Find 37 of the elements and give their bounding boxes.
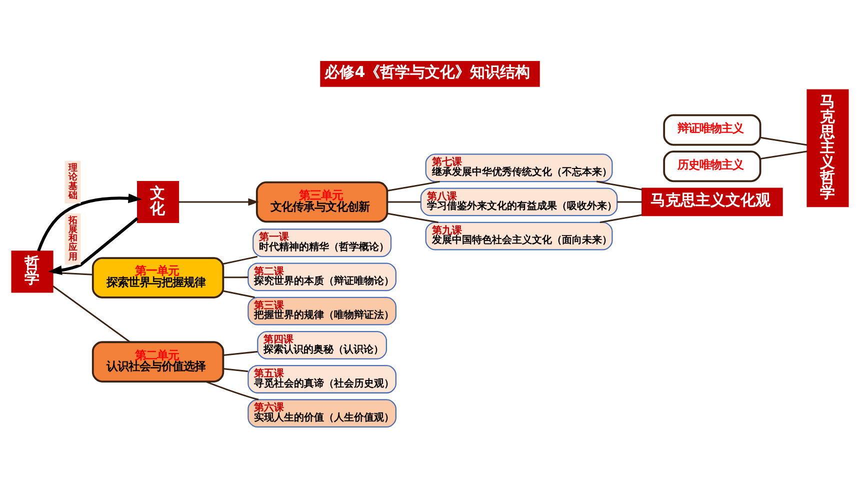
connector <box>617 200 642 202</box>
connector <box>223 255 258 264</box>
node-box: 第七课 继承发展中华优秀传统文化（不忘本来） <box>425 153 613 182</box>
node-box: 第一单元 探索世界与把握规律 <box>92 256 224 298</box>
connector <box>387 180 440 191</box>
connector <box>223 276 248 278</box>
connector <box>760 136 808 146</box>
arrow <box>48 216 138 274</box>
node-box: 文化 <box>137 180 180 222</box>
node-box: 第三课 把握世界的规律（唯物辩证法） <box>248 296 396 325</box>
node-box: 历史唯物主义 <box>663 150 762 182</box>
arrow <box>178 198 259 206</box>
connector <box>52 285 130 342</box>
node-box: 第六课 实现人生的价值（人生价值观） <box>248 398 396 428</box>
connector <box>223 367 248 372</box>
connector <box>52 271 93 275</box>
node-box: 辩证唯物主义 <box>663 114 762 146</box>
diagram-title: 必修4《哲学与文化》知识结构 <box>324 62 530 80</box>
connector <box>205 380 259 400</box>
connector <box>223 290 255 298</box>
node-box: 第四课 探索认识的奥秘（认识论） <box>257 330 387 359</box>
node-box: 马克思主义文化观 <box>642 187 783 216</box>
node-box: 第二单元 认识社会与价值选择 <box>92 340 224 382</box>
arrow <box>37 193 142 252</box>
node-box: 第三单元 文化传承与文化创新 <box>256 180 388 222</box>
node-box: 马克思主义哲学 <box>806 88 849 207</box>
node-box: 第一课 时代精神的精华（哲学概论） <box>252 228 392 257</box>
edge-label: 拓展和应用 <box>68 215 78 262</box>
node-box: 第五课 寻觅社会的真谛（社会历史观） <box>248 364 396 393</box>
node-box: 第九课 发展中国特色社会主义文化（面向未来） <box>425 221 613 250</box>
edge-label: 理论基础 <box>68 163 78 200</box>
connector <box>223 350 258 356</box>
connector <box>760 150 808 160</box>
node-box: 哲学 <box>11 250 54 292</box>
connector <box>387 200 421 202</box>
node-box: 第二课 探究世界的本质（辩证唯物论） <box>248 262 396 291</box>
node-box: 第八课 学习借鉴外来文化的有益成果（吸收外来） <box>420 187 618 216</box>
